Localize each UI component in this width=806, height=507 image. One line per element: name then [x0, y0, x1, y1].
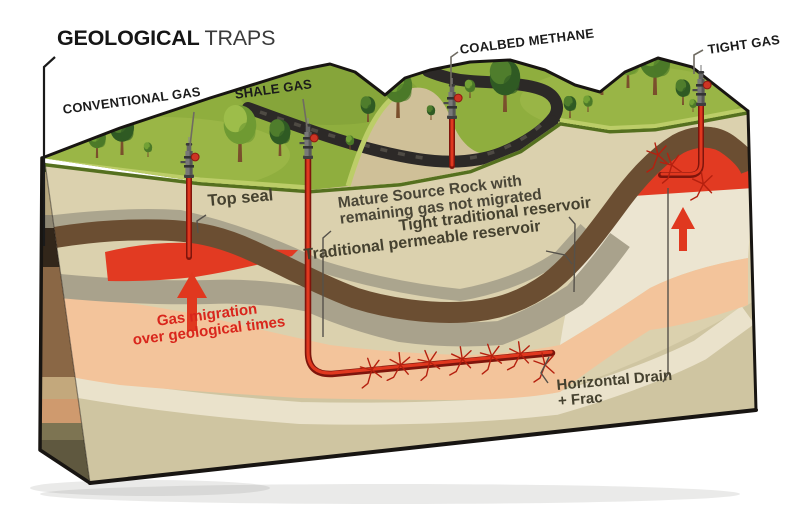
wellhead [443, 78, 463, 119]
tree [689, 99, 697, 112]
title-bracket [42, 56, 56, 246]
layer-cream-band [45, 306, 755, 425]
up-arrow-right [671, 207, 695, 251]
tree [269, 119, 291, 156]
tree [223, 104, 257, 162]
frac-cracks [359, 142, 713, 389]
title-bold: GEOLOGICAL [57, 26, 200, 50]
block-shadow-left [30, 480, 270, 496]
layer-top-seal-brown [45, 126, 756, 323]
leader-lines [42, 49, 704, 384]
frac-crack [646, 142, 668, 173]
up-arrow-left [177, 272, 207, 331]
frac-crack [659, 152, 683, 184]
frac-crack [506, 341, 530, 371]
wellhead [180, 137, 200, 178]
layer-source-rock-salmon [45, 258, 748, 400]
valley-tan [310, 87, 560, 190]
frac-crack [479, 343, 503, 375]
layer-gray-upper [45, 209, 590, 302]
frac-crack [359, 357, 383, 389]
tree [143, 142, 153, 157]
frac-crack [417, 349, 441, 382]
tree [489, 58, 521, 112]
tree [675, 79, 691, 105]
tree [345, 135, 355, 150]
frac-crack [690, 171, 713, 201]
frac-crack [449, 346, 472, 376]
tree [464, 79, 476, 98]
well-bores [186, 101, 704, 378]
block-shadow [40, 484, 740, 504]
tree [426, 105, 436, 120]
block-outline [38, 56, 758, 485]
gas-migration-arrows [177, 207, 695, 331]
tree [583, 95, 593, 112]
coal-seam-outcrop [242, 65, 563, 168]
tree [360, 96, 376, 122]
wellhead [692, 65, 712, 106]
title-light: TRAPS [204, 26, 276, 50]
tree [563, 95, 577, 118]
layer-bottom-khaki [45, 300, 756, 483]
frac-crack [386, 352, 411, 382]
